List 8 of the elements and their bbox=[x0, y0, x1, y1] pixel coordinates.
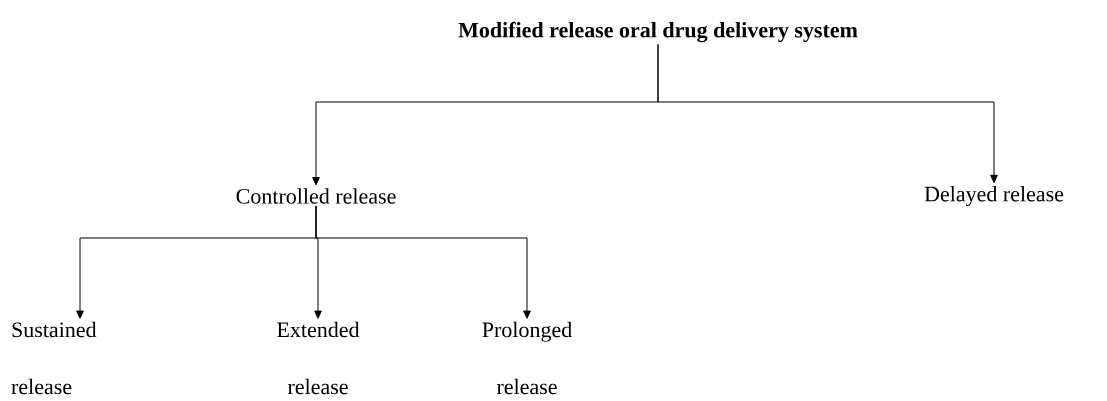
node-label: Sustained release bbox=[11, 321, 97, 395]
heading-text: Modified release oral drug delivery system bbox=[458, 21, 858, 43]
arrow bbox=[315, 205, 531, 319]
node-label: Controlled release bbox=[236, 188, 396, 204]
node-label: Prolonged release bbox=[482, 321, 572, 395]
node-label: Extended release bbox=[277, 321, 360, 395]
arrow bbox=[657, 43, 998, 184]
node-label: Delayed release bbox=[924, 186, 1064, 206]
